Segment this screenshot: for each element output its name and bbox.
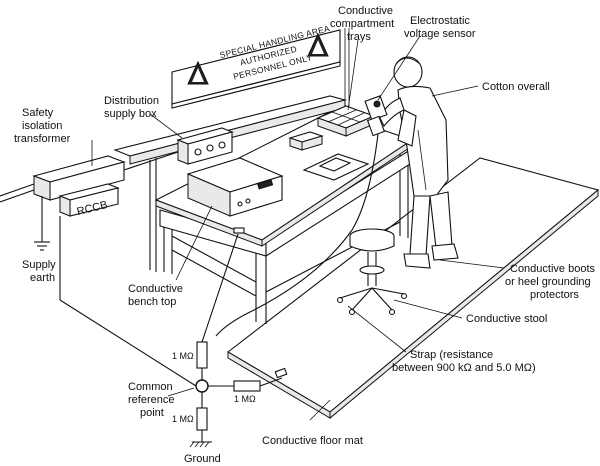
svg-text:point: point bbox=[140, 407, 164, 419]
svg-text:transformer: transformer bbox=[14, 133, 71, 145]
svg-text:Conductive: Conductive bbox=[128, 283, 183, 295]
label-resistor-bench: 1 MΩ bbox=[172, 351, 194, 361]
label-ground: Ground bbox=[184, 453, 221, 465]
label-supply-earth: Supply earth bbox=[22, 259, 56, 284]
conductive-boot-right bbox=[431, 243, 459, 261]
svg-text:Conductive boots: Conductive boots bbox=[510, 263, 595, 275]
grounding-strap bbox=[215, 133, 379, 337]
label-voltage-sensor: Electrostatic voltage sensor bbox=[404, 15, 476, 40]
reference-wiring bbox=[59, 216, 283, 442]
label-conductive-stool: Conductive stool bbox=[466, 313, 547, 325]
svg-text:Electrostatic: Electrostatic bbox=[410, 15, 470, 27]
conductive-floor-mat bbox=[227, 157, 600, 420]
svg-text:isolation: isolation bbox=[22, 120, 62, 132]
leader-lines bbox=[91, 35, 505, 421]
label-resistor-mat: 1 MΩ bbox=[234, 394, 256, 404]
svg-text:Conductive: Conductive bbox=[338, 5, 393, 17]
svg-text:between 900 kΩ and 5.0 MΩ): between 900 kΩ and 5.0 MΩ) bbox=[392, 362, 536, 374]
resistor-ground bbox=[196, 407, 208, 431]
label-compartment-trays: Conductive compartment trays bbox=[330, 5, 394, 43]
resistor-mat bbox=[233, 380, 261, 392]
svg-text:reference: reference bbox=[128, 394, 174, 406]
warning-sign: SPECIAL HANDLING AREA AUTHORIZED PERSONN… bbox=[171, 23, 350, 120]
svg-text:earth: earth bbox=[30, 272, 55, 284]
resistor-bench bbox=[196, 341, 208, 369]
ground-symbol-icon bbox=[189, 441, 212, 448]
bench-instrument bbox=[186, 157, 284, 217]
svg-text:compartment: compartment bbox=[330, 18, 394, 30]
label-conductive-floor-mat: Conductive floor mat bbox=[262, 435, 363, 447]
label-resistor-ground: 1 MΩ bbox=[172, 414, 194, 424]
svg-text:supply box: supply box bbox=[104, 108, 157, 120]
label-cotton-overall: Cotton overall bbox=[482, 81, 550, 93]
electrostatic-voltage-sensor bbox=[364, 95, 388, 137]
label-common-reference-point: Common reference point bbox=[128, 381, 174, 419]
svg-text:Strap (resistance: Strap (resistance bbox=[410, 349, 493, 361]
distribution-supply-box bbox=[176, 127, 234, 165]
label-conductive-boots: Conductive boots or heel grounding prote… bbox=[505, 263, 595, 301]
svg-text:or heel grounding: or heel grounding bbox=[505, 276, 591, 288]
svg-text:protectors: protectors bbox=[530, 289, 579, 301]
svg-text:voltage sensor: voltage sensor bbox=[404, 28, 476, 40]
label-strap: Strap (resistance between 900 kΩ and 5.0… bbox=[392, 349, 536, 374]
conductive-compartment-trays bbox=[316, 105, 376, 137]
safety-isolation-transformer bbox=[32, 155, 126, 201]
mains-cable bbox=[0, 151, 179, 203]
label-distribution-box: Distribution supply box bbox=[104, 95, 159, 120]
svg-text:Distribution: Distribution bbox=[104, 95, 159, 107]
conductive-boot-left bbox=[403, 253, 431, 269]
svg-text:bench top: bench top bbox=[128, 296, 176, 308]
svg-text:trays: trays bbox=[347, 31, 371, 43]
supply-earth-symbol-icon bbox=[34, 196, 50, 251]
conductive-stool bbox=[336, 228, 408, 316]
label-isolation-transformer: Safety isolation transformer bbox=[14, 107, 71, 145]
bench-items bbox=[288, 131, 370, 181]
svg-text:Common: Common bbox=[128, 381, 173, 393]
common-reference-point bbox=[195, 379, 209, 393]
svg-text:Safety: Safety bbox=[22, 107, 54, 119]
svg-text:Supply: Supply bbox=[22, 259, 56, 271]
label-bench-top: Conductive bench top bbox=[128, 283, 183, 308]
